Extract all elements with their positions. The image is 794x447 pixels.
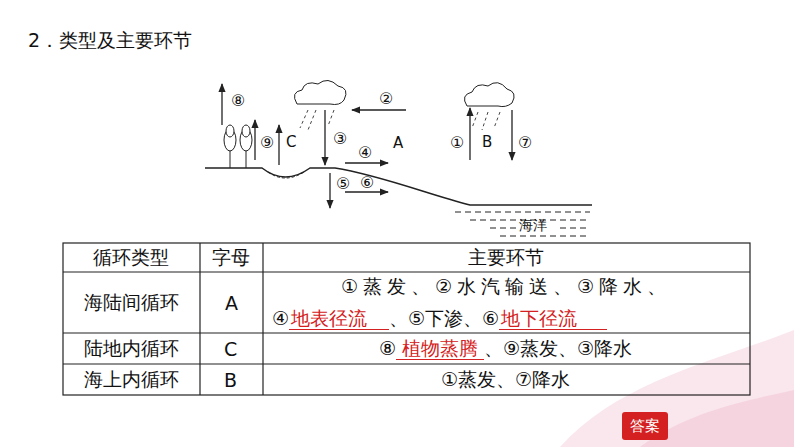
callout-number: ⑨ [260, 133, 274, 152]
table-cell: ④ [272, 307, 289, 329]
text-line: C [224, 338, 237, 360]
callout-number: ② [379, 89, 393, 108]
table-cell: 、⑨蒸发、③降水 [484, 337, 632, 359]
text-line: ② [379, 89, 393, 108]
callout-number: B [482, 133, 492, 151]
table-cell: 、⑤下渗、⑥ [389, 307, 499, 329]
button-label: 答案 [630, 417, 660, 435]
callout-number: ⑦ [518, 133, 532, 152]
table-cell: B [224, 369, 237, 391]
callout-number: ④ [358, 143, 372, 162]
table-grid [63, 243, 750, 395]
text-line: ③ [333, 129, 347, 148]
text-line: ⑥ [360, 173, 374, 192]
text-line: ④地表径流、⑤下渗、⑥地下径流 [272, 306, 607, 332]
table-cell: 陆地内循环 [84, 337, 179, 359]
text-line: ⑧植物蒸腾、⑨蒸发、③降水 [379, 336, 632, 362]
callout-number: ⑧ [231, 91, 245, 110]
table-cell: 主要环节 [468, 246, 544, 268]
table-cell: 海上内循环 [84, 368, 179, 390]
answer-fill: 植物蒸腾 [396, 337, 484, 360]
answer-button [622, 412, 668, 440]
callout-number: ⑥ [360, 173, 374, 192]
table-cell: C [224, 338, 237, 360]
table-cell: ⑧ [379, 337, 396, 359]
callout-number: 海洋 [519, 217, 547, 233]
text-line: 循环类型 [93, 245, 169, 271]
text-line: 海上内循环 [84, 367, 179, 393]
text-line: A [393, 134, 403, 152]
table-cell: A [225, 292, 238, 314]
table-cell: ①蒸发、⑦降水 [441, 368, 570, 390]
text-line: A [225, 292, 238, 314]
answer-fill: 地下径流 [499, 307, 607, 330]
text-line: 字母 [212, 245, 250, 271]
text-line: 答案 [630, 417, 660, 436]
callout-number: C [286, 133, 296, 151]
callout-number: ⑤ [336, 174, 350, 193]
callout-number: ③ [333, 129, 347, 148]
text-line: 陆地内循环 [84, 336, 179, 362]
table-cell: 循环类型 [93, 246, 169, 268]
text-line: ①蒸发、⑦降水 [441, 367, 570, 393]
text-line: B [224, 369, 237, 391]
text-line: ⑦ [518, 133, 532, 152]
section-title: 2．类型及主要环节 [28, 28, 794, 54]
text-line: ④ [358, 143, 372, 162]
text-line: ① [450, 133, 464, 152]
text-line: 海陆间循环 [84, 290, 179, 316]
answer-fill: 地表径流 [289, 307, 389, 330]
text-line: 海洋 [519, 217, 547, 235]
text-line: ⑨ [260, 133, 274, 152]
text-line: 主要环节 [468, 245, 544, 271]
text-line: C [286, 133, 296, 151]
table-cell: ①蒸发、②水汽输送、③降水、 [341, 275, 671, 297]
callout-number: ① [450, 133, 464, 152]
table-cell: 字母 [212, 246, 250, 268]
text-line: B [482, 133, 492, 151]
text-line: ①蒸发、②水汽输送、③降水、 [341, 274, 671, 300]
text-line: ⑤ [336, 174, 350, 193]
text-line: ⑧ [231, 91, 245, 110]
callout-number: A [393, 134, 403, 152]
table-cell: 海陆间循环 [84, 291, 179, 313]
